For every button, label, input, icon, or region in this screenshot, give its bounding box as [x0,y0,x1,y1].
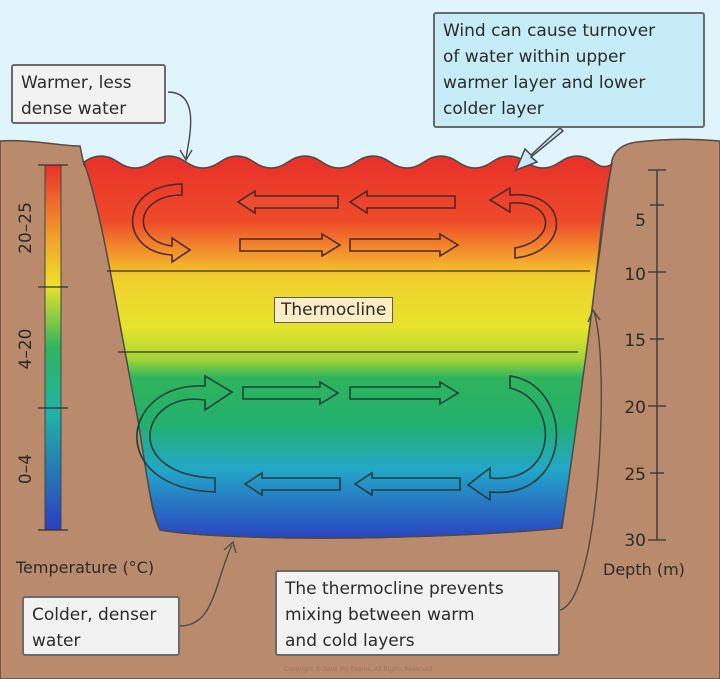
callout-thermocline-note: The thermocline prevents mixing between … [275,570,560,656]
temperature-scale-title: Temperature (°C) [16,558,155,577]
curve-arrow-left-top [131,183,192,264]
curve-arrow-right-top [488,186,558,259]
arrow-left-4 [353,471,461,497]
lake-water [83,155,614,539]
temp-range-mid: 4–20 [16,329,36,370]
leader-thermocline-head [587,308,601,323]
leader-lines [167,91,602,627]
callout-colder-water: Colder, denser water [22,596,180,656]
depth-tick-25: 25 [624,465,646,485]
arrow-right-4 [349,380,460,406]
curve-arrow-left-bottom [136,374,234,493]
leader-colder-head [223,540,237,554]
leader-thermocline [559,311,602,611]
arrow-left-1 [236,189,339,215]
depth-tick-15: 15 [624,331,646,351]
leader-colder [179,544,233,627]
callout-warmer-water: Warmer, less dense water [11,64,166,124]
temperature-scale-bar [44,164,62,531]
temperature-scale-dividers [38,164,68,531]
wind-arrow [514,126,565,172]
leader-warmer-head [179,149,193,162]
temp-range-high: 20–25 [16,202,36,254]
leader-warmer [167,91,192,159]
arrow-right-2 [349,232,460,258]
callout-wind-turnover: Wind can cause turnover of water within … [433,12,705,128]
depth-tick-30: 30 [624,531,646,551]
temp-range-low: 0–4 [16,454,36,484]
depth-scale-title: Depth (m) [603,560,685,579]
arrow-right-1 [239,232,342,258]
lower-circulation-arrows [136,374,558,502]
depth-scale [648,169,666,541]
depth-tick-10: 10 [624,265,646,285]
thermocline-label: Thermocline [274,297,394,323]
depth-tick-5: 5 [635,211,646,231]
upper-circulation-arrows [131,183,558,264]
arrow-left-2 [348,189,456,215]
depth-tick-20: 20 [624,398,646,418]
arrow-right-3 [242,380,340,406]
arrow-left-3 [243,471,341,497]
copyright: Copyright © Save My Exams. All Rights Re… [284,666,433,673]
curve-arrow-right-bottom [466,375,558,502]
